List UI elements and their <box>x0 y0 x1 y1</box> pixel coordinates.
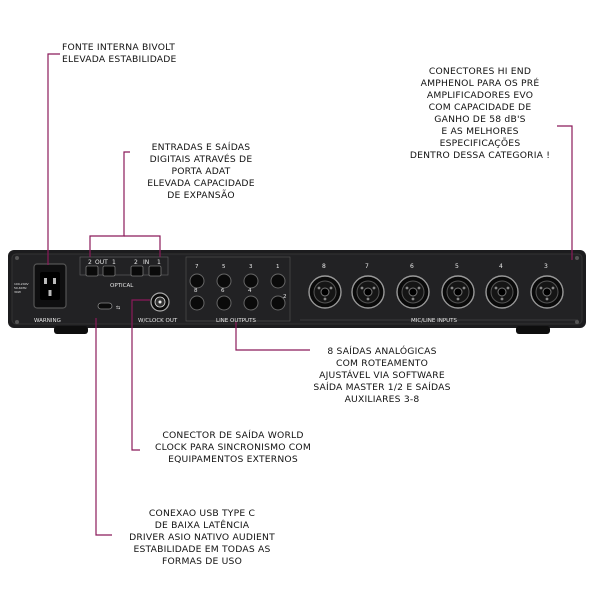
line-outputs-label: LINE OUTPUTS <box>216 318 256 324</box>
mic-num-7: 7 <box>365 263 369 270</box>
callout-line-outputs: 8 SAÍDAS ANALÓGICAS COM ROTEAMENTO AJUST… <box>313 346 451 405</box>
optical-in-2-port <box>130 265 144 277</box>
mic-num-6: 6 <box>410 263 414 270</box>
optical-out-1-port <box>102 265 116 277</box>
foot-right <box>516 326 550 334</box>
jack-num-7: 7 <box>195 264 199 270</box>
callout-power-supply: FONTE INTERNA BIVOLT ELEVADA ESTABILIDAD… <box>62 42 177 65</box>
callout-amphenol-connectors: CONECTORES HI END AMPHENOL PARA OS PRÉ A… <box>409 66 551 161</box>
mic-num-4: 4 <box>499 263 503 270</box>
warning-label: WARNING <box>34 318 61 324</box>
mic-line-label: MIC/LINE INPUTS <box>411 318 458 324</box>
jack-num-1: 1 <box>276 264 280 270</box>
optical-in-1-num: 1 <box>157 259 161 266</box>
line-output-jacks <box>189 273 286 311</box>
mic-num-3: 3 <box>544 263 548 270</box>
callout-lines <box>47 53 573 536</box>
optical-out-2-port <box>85 265 99 277</box>
mic-num-8: 8 <box>322 263 326 270</box>
callout-adat-ports: ENTRADAS E SAÍDAS DIGITAIS ATRAVÉS DE PO… <box>147 142 255 201</box>
svg-text:⇆: ⇆ <box>116 305 120 311</box>
mic-line-combo-inputs <box>308 275 564 309</box>
optical-out-1-num: 1 <box>112 259 116 266</box>
optical-out-2-num: 2 <box>88 259 92 266</box>
callout-usb-c: CONEXAO USB TYPE C DE BAIXA LATÊNCIA DRI… <box>129 508 275 567</box>
wordclock-label: W/CLOCK OUT <box>138 318 178 324</box>
usb-c-port <box>97 302 113 310</box>
foot-left <box>54 326 88 334</box>
optical-label: OPTICAL <box>110 283 134 289</box>
jack-num-5: 5 <box>222 264 226 270</box>
optical-in-1-port <box>148 265 162 277</box>
jack-num-2: 2 <box>283 294 287 300</box>
optical-out-label: OUT <box>95 259 108 266</box>
mic-num-5: 5 <box>455 263 459 270</box>
optical-in-label: IN <box>143 259 149 266</box>
jack-num-3: 3 <box>249 264 253 270</box>
jack-num-8: 8 <box>194 288 198 294</box>
optical-in-2-num: 2 <box>134 259 138 266</box>
jack-num-6: 6 <box>221 288 225 294</box>
callout-wordclock: CONECTOR DE SAÍDA WORLD CLOCK PARA SINCR… <box>155 430 311 465</box>
jack-num-4: 4 <box>248 288 252 294</box>
